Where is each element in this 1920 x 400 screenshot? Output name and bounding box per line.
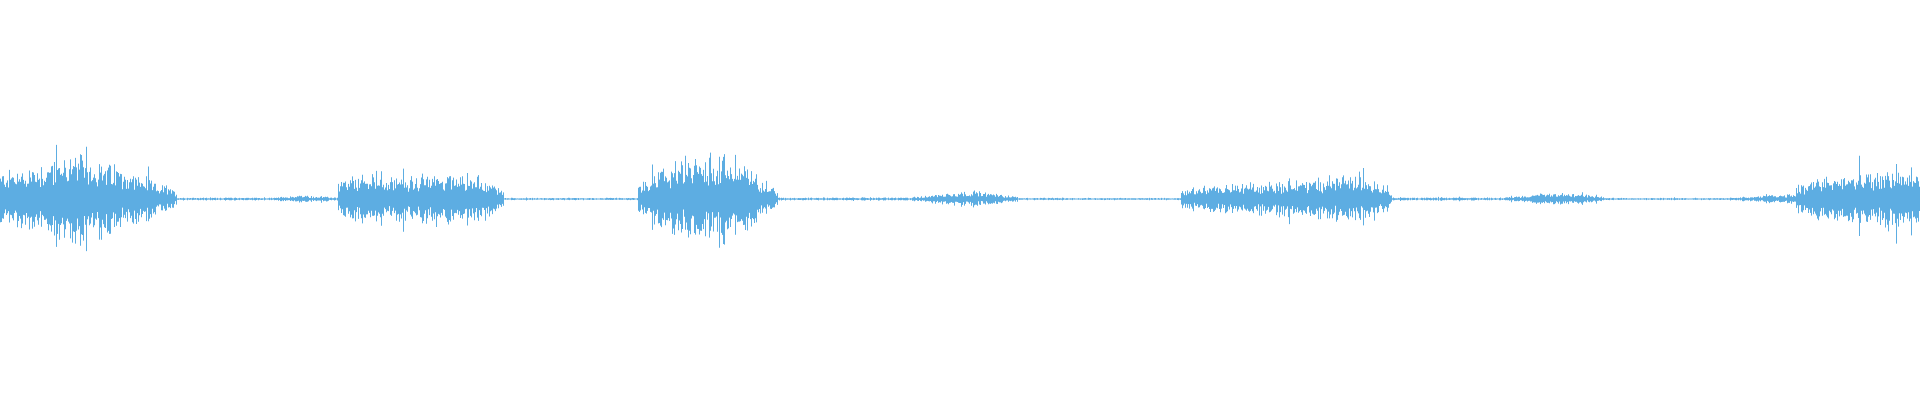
waveform-trace: [0, 144, 1920, 252]
